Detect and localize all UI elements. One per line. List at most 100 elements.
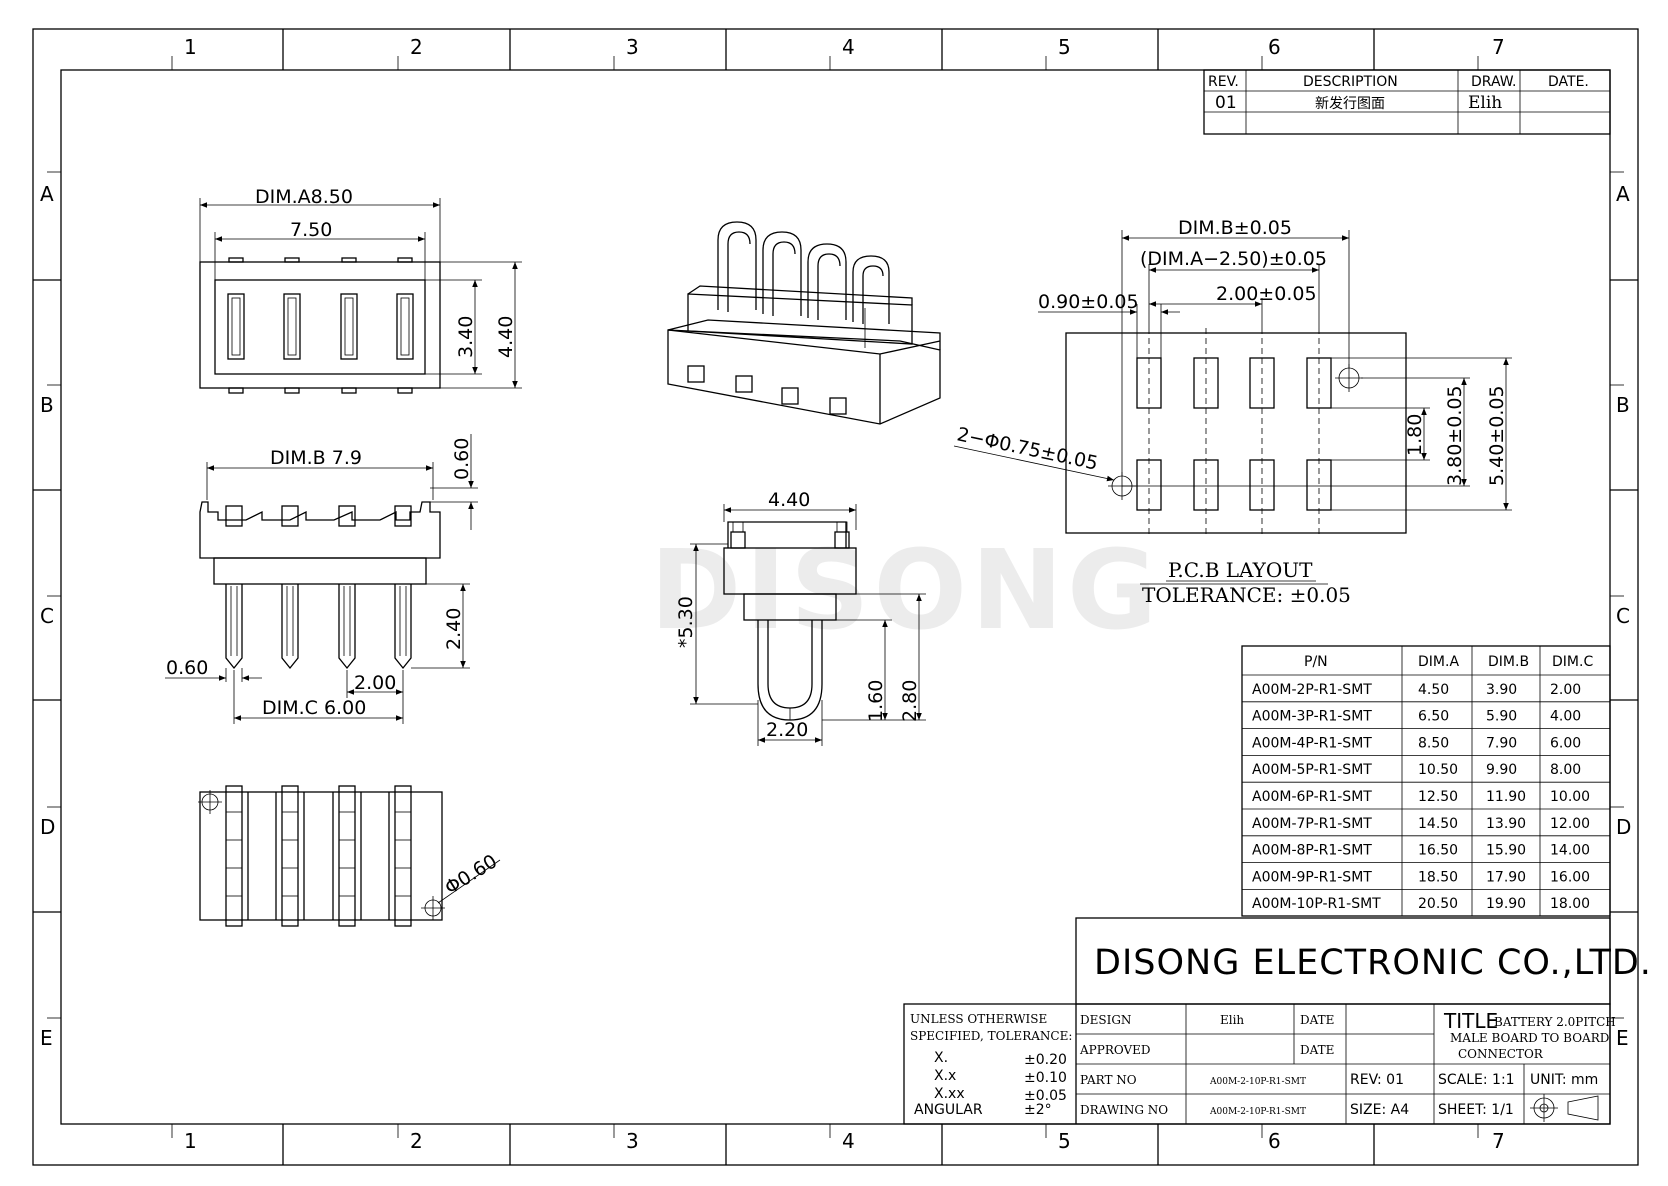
dim-c-label: DIM.C 6.00 <box>262 697 366 719</box>
dim-a-label: DIM.A8.50 <box>255 186 353 208</box>
tol-head-1: UNLESS OTHERWISE <box>910 1012 1047 1026</box>
pn-header-pn: P/N <box>1304 654 1328 670</box>
pn-header-dim-a: DIM.A <box>1418 654 1459 670</box>
drawing-no-label: DRAWING NO <box>1080 1103 1168 1117</box>
col-label-7-bottom: 7 <box>1492 1129 1505 1153</box>
pn-cell-part-number: A00M-6P-R1-SMT <box>1252 789 1372 805</box>
tol-angular-label: ANGULAR <box>914 1102 983 1118</box>
tol-xxx-label: X.xx <box>934 1086 965 1102</box>
pn-cell-dim: 2.00 <box>1550 682 1581 698</box>
rev-row-draw: Elih <box>1468 93 1502 113</box>
part-no-value: A00M-2-10P-R1-SMT <box>1209 1077 1306 1087</box>
pn-cell-part-number: A00M-3P-R1-SMT <box>1252 709 1372 725</box>
row-label-d-right: D <box>1616 815 1631 839</box>
pin-length-label: 2.40 <box>443 608 465 650</box>
tol-x-value: ±0.20 <box>1024 1052 1067 1068</box>
iso-pins <box>717 221 890 324</box>
bottom-view: Φ0.60 <box>198 785 501 927</box>
row-label-a-right: A <box>1616 182 1630 206</box>
pcb-layout-title: P.C.B LAYOUT <box>1168 558 1313 582</box>
side-view: DIM.B 7.9 0.60 2.40 0.60 2.00 DIM.C 6.00 <box>165 434 478 724</box>
dim-b-label: DIM.B 7.9 <box>270 447 362 469</box>
tol-angular-value: ±2° <box>1024 1102 1052 1118</box>
pn-cell-dim: 18.50 <box>1418 869 1458 885</box>
pn-cell-dim: 15.90 <box>1486 843 1526 859</box>
pcb-hole-label: 2−Φ0.75±0.05 <box>955 423 1100 474</box>
row-label-d: D <box>40 815 55 839</box>
sheet-value: SHEET: 1/1 <box>1438 1102 1514 1118</box>
pn-cell-dim: 9.90 <box>1486 762 1517 778</box>
pin-width-label: 0.60 <box>166 657 208 679</box>
title-line-1: BATTERY 2.0PITCH <box>1494 1015 1616 1029</box>
row-label-e: E <box>40 1026 53 1050</box>
pn-cell-dim: 20.50 <box>1418 896 1458 912</box>
tol-xx-label: X.x <box>934 1068 956 1084</box>
isometric-view <box>667 221 941 425</box>
title-line-2: MALE BOARD TO BOARD <box>1450 1031 1609 1045</box>
projection-symbol-icon <box>1530 1094 1599 1122</box>
pn-cell-dim: 10.50 <box>1418 762 1458 778</box>
top-view: DIM.A8.50 7.50 3.40 4.40 <box>199 186 522 394</box>
rev-header-date: DATE. <box>1548 74 1589 90</box>
pcb-dim-a-label: (DIM.A−2.50)±0.05 <box>1140 248 1327 270</box>
pn-cell-dim: 13.90 <box>1486 816 1526 832</box>
pn-cell-dim: 6.00 <box>1550 735 1581 751</box>
pn-cell-dim: 12.00 <box>1550 816 1590 832</box>
pn-cell-part-number: A00M-8P-R1-SMT <box>1252 843 1372 859</box>
drawing-no-value: A00M-2-10P-R1-SMT <box>1209 1107 1306 1117</box>
pn-cell-dim: 19.90 <box>1486 896 1526 912</box>
row-label-b-right: B <box>1616 393 1630 417</box>
part-no-label: PART NO <box>1080 1073 1137 1087</box>
col-label-5: 5 <box>1058 35 1071 59</box>
end-view: 4.40 *5.30 1.60 2.80 2.20 <box>675 489 926 746</box>
tol-head-2: SPECIFIED, TOLERANCE: <box>910 1029 1072 1043</box>
pcb-pitch-label: 2.00±0.05 <box>1216 283 1317 305</box>
end-bottom-label: 2.20 <box>766 719 808 741</box>
watermark: DISONG <box>650 526 1161 654</box>
top-thickness-label: 0.60 <box>451 438 473 480</box>
pin-pitch-label: 2.00 <box>354 672 396 694</box>
row-label-b: B <box>40 393 54 417</box>
bottom-hole-label: Φ0.60 <box>441 850 501 899</box>
pcb-v2-label: 3.80±0.05 <box>1444 385 1466 486</box>
pn-cell-dim: 4.50 <box>1418 682 1449 698</box>
bottom-holes <box>198 790 445 920</box>
col-label-4-bottom: 4 <box>842 1129 855 1153</box>
col-label-3: 3 <box>626 35 639 59</box>
row-label-e-right: E <box>1616 1026 1629 1050</box>
pn-cell-part-number: A00M-10P-R1-SMT <box>1252 896 1381 912</box>
col-label-5-bottom: 5 <box>1058 1129 1071 1153</box>
pn-cell-dim: 14.00 <box>1550 843 1590 859</box>
title-block: DISONG ELECTRONIC CO.,LTD. UNLESS OTHERW… <box>903 917 1651 1125</box>
end-height-280-label: 2.80 <box>899 680 921 722</box>
end-height-160-label: 1.60 <box>865 680 887 722</box>
tol-xx-value: ±0.10 <box>1024 1070 1067 1086</box>
pn-cell-part-number: A00M-7P-R1-SMT <box>1252 816 1372 832</box>
col-label-6: 6 <box>1268 35 1281 59</box>
pcb-pads <box>1136 357 1332 511</box>
date-label: DATE <box>1300 1013 1334 1027</box>
rev-header-description: DESCRIPTION <box>1303 74 1398 90</box>
pcb-tolerance: TOLERANCE: ±0.05 <box>1142 583 1351 607</box>
col-label-4: 4 <box>842 35 855 59</box>
scale-value: SCALE: 1:1 <box>1438 1072 1515 1088</box>
col-label-2: 2 <box>410 35 423 59</box>
pn-cell-dim: 8.00 <box>1550 762 1581 778</box>
rev-value: REV: 01 <box>1350 1072 1404 1088</box>
pn-cell-part-number: A00M-2P-R1-SMT <box>1252 682 1372 698</box>
row-label-c-right: C <box>1616 604 1630 628</box>
pcb-dim-b-label: DIM.B±0.05 <box>1178 217 1292 239</box>
row-label-a: A <box>40 182 54 206</box>
pn-cell-dim: 4.00 <box>1550 709 1581 725</box>
end-width-label: 4.40 <box>768 489 810 511</box>
pn-cell-part-number: A00M-5P-R1-SMT <box>1252 762 1372 778</box>
pn-cell-dim: 3.90 <box>1486 682 1517 698</box>
pn-cell-dim: 18.00 <box>1550 896 1590 912</box>
col-label-6-bottom: 6 <box>1268 1129 1281 1153</box>
approved-label: APPROVED <box>1079 1043 1151 1057</box>
pcb-v3-label: 5.40±0.05 <box>1486 385 1508 486</box>
pn-cell-dim: 14.50 <box>1418 816 1458 832</box>
rev-header-rev: REV. <box>1208 74 1239 90</box>
pn-cell-dim: 11.90 <box>1486 789 1526 805</box>
